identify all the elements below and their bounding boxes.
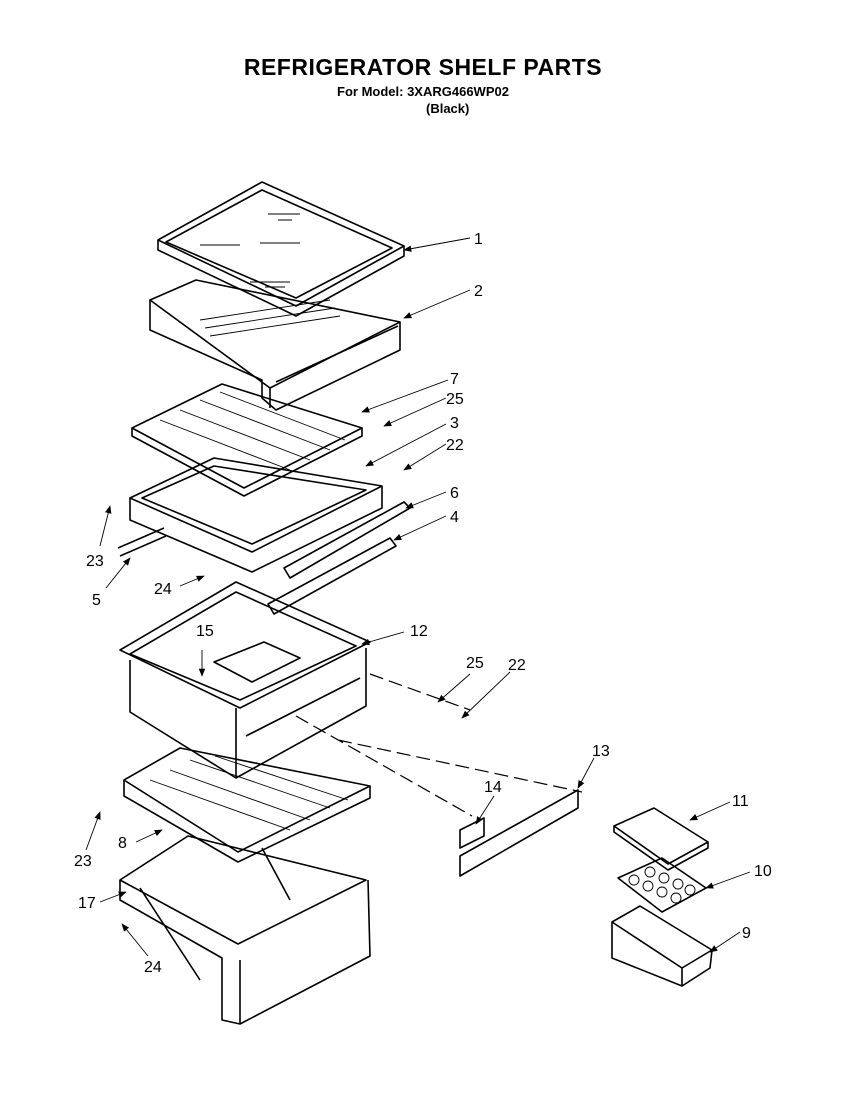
- assembly-line: [295, 673, 583, 817]
- callout-6: 6: [450, 485, 459, 502]
- callout-23: 23: [74, 853, 92, 870]
- callout-2: 2: [474, 283, 483, 300]
- model-number: For Model: 3XARG466WP02: [337, 84, 509, 99]
- part-4-rail: [267, 537, 397, 615]
- callout-4: 4: [450, 509, 459, 526]
- part-7-glass-shelf: [131, 383, 363, 497]
- callout-12: 12: [410, 623, 428, 640]
- callout-10: 10: [754, 863, 772, 880]
- callout-11: 11: [732, 793, 749, 810]
- part-5-side-rail: [117, 527, 167, 557]
- leader-lines: [85, 237, 751, 957]
- part-12-drawer: [119, 581, 371, 779]
- callout-3: 3: [450, 415, 459, 432]
- callout-24: 24: [144, 959, 162, 976]
- callout-9: 9: [742, 925, 751, 942]
- part-2-crisper-frame: [149, 279, 401, 411]
- callout-8: 8: [118, 835, 127, 852]
- part-8-lower-shelf: [123, 747, 371, 863]
- part-17-crisper-drawer: [119, 835, 371, 1025]
- callout-13: 13: [592, 743, 610, 760]
- callout-7: 7: [450, 371, 459, 388]
- callout-25: 25: [466, 655, 484, 672]
- callout-22: 22: [446, 437, 464, 454]
- callout-22: 22: [508, 657, 526, 674]
- part-14-bracket: [459, 817, 485, 849]
- part-1-glass-cover: [157, 181, 405, 317]
- page-title: REFRIGERATOR SHELF PARTS: [243, 54, 603, 80]
- callout-15: 15: [196, 623, 214, 640]
- callout-17: 17: [78, 895, 96, 912]
- part-3-shelf-frame: [129, 457, 383, 573]
- callout-24: 24: [154, 581, 172, 598]
- callout-14: 14: [484, 779, 502, 796]
- color-variant: (Black): [426, 101, 470, 116]
- callout-1: 1: [474, 231, 483, 248]
- part-9-egg-bin: [611, 905, 713, 987]
- part-13-mounting-bar: [459, 789, 579, 877]
- callout-25: 25: [446, 391, 464, 408]
- callout-23: 23: [86, 553, 104, 570]
- callout-5: 5: [92, 592, 101, 609]
- part-11-egg-bin-lid: [613, 807, 709, 871]
